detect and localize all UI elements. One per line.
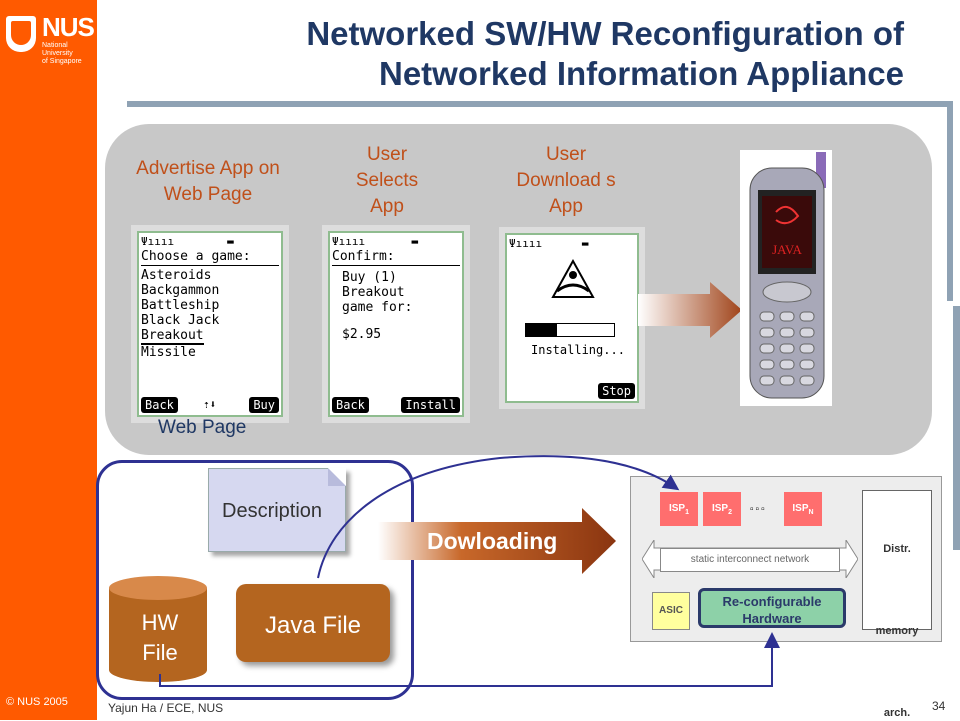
confirm-line: Buy (1) — [342, 270, 397, 285]
step-select-label: User Selects App — [355, 144, 419, 217]
reconfigurable-hardware-block: Re-configurable Hardware — [698, 588, 846, 628]
signal-battery-icon: Ψıııı ▬ — [332, 235, 419, 248]
mobile-phone-icon: JAVA — [740, 150, 832, 406]
back-button[interactable]: Back — [332, 397, 369, 413]
isp-2-label: ISP — [711, 503, 729, 514]
java-logo-icon — [551, 258, 595, 298]
isp-2-block: ISP2 — [703, 492, 741, 526]
arrow-to-phone-icon — [638, 282, 742, 338]
list-item[interactable]: Asteroids — [141, 268, 212, 283]
hw-file-label-line2: File — [142, 640, 178, 665]
isp-1-block: ISP1 — [660, 492, 698, 526]
nus-logo: NUS National University of Singapore — [4, 10, 95, 70]
scroll-arrows-icon: ⇡⬇ — [203, 398, 217, 411]
isp-n-label: ISP — [792, 503, 809, 514]
reconf-line-2: Hardware — [742, 611, 802, 626]
title-line-2: Networked Information Appliance — [378, 55, 904, 92]
ellipsis-boxes: ▫▫▫ — [750, 504, 767, 515]
stop-button[interactable]: Stop — [598, 383, 635, 399]
list-item-selected[interactable]: Breakout — [141, 328, 204, 345]
phone-screen-confirm: Ψıııı ▬ Confirm: Buy (1) Breakout game f… — [322, 225, 470, 423]
isp-n-subscript: N — [808, 509, 814, 516]
hw-file-label: HW File — [130, 608, 190, 668]
step-advertise-label: Advertise App on Web Page — [136, 158, 280, 205]
distr-line-1: Distr. — [883, 543, 911, 555]
isp-1-label: ISP — [668, 503, 686, 514]
interconnect-network-label: static interconnect network — [660, 548, 840, 572]
sidebar-band: NUS National University of Singapore © N… — [0, 0, 97, 720]
list-item[interactable]: Missile — [141, 345, 196, 360]
description-label: Description — [222, 500, 323, 522]
title-rule — [127, 101, 947, 107]
handset-screen-text: JAVA — [772, 242, 802, 257]
web-page-label: Web Page — [158, 417, 247, 438]
download-package-group — [96, 460, 414, 700]
crest-icon — [6, 16, 36, 52]
progress-bar — [525, 323, 615, 337]
list-item[interactable]: Black Jack — [141, 313, 220, 328]
confirm-line: game for: — [342, 300, 413, 315]
right-decoration-lower — [953, 306, 960, 550]
installing-status: Installing... — [531, 343, 625, 357]
hw-file-label-line1: HW — [141, 610, 179, 635]
progress-fill — [526, 324, 557, 336]
distr-line-2: memory — [875, 625, 919, 637]
back-button[interactable]: Back — [141, 397, 178, 413]
signal-battery-icon: Ψıııı ▬ — [509, 237, 589, 250]
logo-subtitle-line2: of Singapore — [42, 58, 82, 65]
list-item[interactable]: Battleship — [141, 298, 220, 313]
distr-line-3: arch. — [883, 707, 911, 719]
description-document — [208, 468, 346, 552]
asic-block: ASIC — [652, 592, 690, 630]
list-item[interactable]: Backgammon — [141, 283, 220, 298]
isp-2-subscript: 2 — [728, 509, 733, 516]
downloading-arrow-icon — [378, 508, 616, 574]
confirm-line: Breakout — [342, 285, 405, 300]
isp-1-subscript: 1 — [685, 509, 690, 516]
page-number: 34 — [932, 699, 946, 713]
copyright: © NUS 2005 — [6, 696, 68, 708]
logo-subtitle: National University of Singapore — [42, 42, 92, 66]
signal-battery-icon: Ψıııı ▬ — [141, 235, 234, 248]
right-decoration — [947, 101, 953, 301]
java-file-box — [236, 584, 390, 662]
java-file-label: Java File — [264, 612, 362, 639]
step-download-label: User Download s App — [516, 144, 616, 217]
distributed-memory-block: Distr. memory arch. — [862, 490, 932, 719]
buy-button[interactable]: Buy — [249, 397, 279, 413]
phone-screen-choose: Ψıııı ▬ Choose a game: Asteroids Backgam… — [131, 225, 289, 423]
logo-text: NUS — [42, 12, 95, 42]
footer-author: Yajun Ha / ECE, NUS — [108, 701, 224, 715]
hw-file-cylinder-icon — [109, 576, 207, 682]
price: $2.95 — [342, 327, 382, 342]
screen1-heading: Choose a game: — [141, 249, 279, 266]
install-button[interactable]: Install — [401, 397, 460, 413]
screen2-heading: Confirm: — [332, 249, 460, 266]
slide-title: Networked SW/HW Reconfiguration of Netwo… — [140, 14, 940, 94]
isp-n-block: ISPN — [784, 492, 822, 526]
title-line-1: Networked SW/HW Reconfiguration of — [306, 15, 904, 52]
downloading-label: Dowloading — [427, 528, 558, 554]
logo-subtitle-line1: National University — [42, 42, 73, 57]
reconf-line-1: Re-configurable — [722, 594, 822, 609]
